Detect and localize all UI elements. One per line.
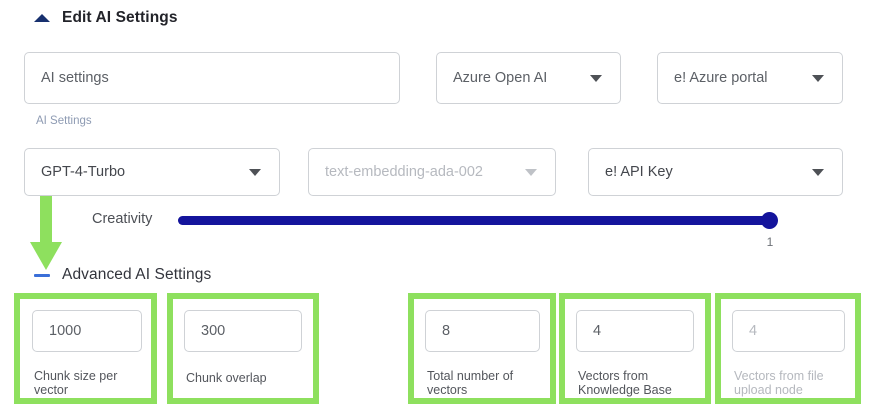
- chevron-down-icon[interactable]: [590, 75, 602, 82]
- portal-value: e! Azure portal: [674, 70, 768, 86]
- advanced-ai-settings-title: Advanced AI Settings: [62, 266, 212, 283]
- advanced-ai-settings-header[interactable]: Advanced AI Settings: [34, 266, 211, 284]
- edit-ai-settings-title: Edit AI Settings: [62, 9, 178, 26]
- vectors-file-upload-value: 4: [749, 323, 758, 339]
- ai-settings-name-input[interactable]: AI settings: [24, 52, 400, 104]
- triangle-up-icon[interactable]: [34, 14, 50, 22]
- vectors-kb-value: 4: [593, 323, 602, 339]
- slider-thumb[interactable]: [761, 212, 778, 229]
- provider-dropdown[interactable]: Azure Open AI: [436, 52, 621, 104]
- model-dropdown[interactable]: GPT-4-Turbo: [24, 148, 280, 196]
- total-vectors-label: Total number of vectors: [427, 369, 514, 397]
- provider-value: Azure Open AI: [453, 70, 548, 86]
- creativity-slider[interactable]: 1: [178, 212, 778, 249]
- api-key-dropdown[interactable]: e! API Key: [588, 148, 843, 196]
- creativity-label: Creativity: [92, 211, 153, 227]
- chunk-overlap-label: Chunk overlap: [186, 371, 267, 385]
- chunk-overlap-value: 300: [201, 323, 226, 339]
- chevron-down-icon: [525, 169, 537, 176]
- chevron-down-icon[interactable]: [812, 75, 824, 82]
- edit-ai-settings-header[interactable]: Edit AI Settings: [34, 9, 178, 27]
- green-down-arrow-icon: [28, 196, 64, 276]
- ai-settings-name-value: AI settings: [41, 70, 109, 86]
- chunk-size-label: Chunk size per vector: [34, 369, 118, 397]
- vectors-file-upload-label: Vectors from file upload node: [734, 369, 824, 397]
- creativity-row: Creativity 1: [92, 208, 792, 249]
- chevron-down-icon[interactable]: [249, 169, 261, 176]
- minus-icon[interactable]: [34, 273, 50, 277]
- slider-fill: [178, 216, 770, 225]
- vectors-file-upload-input: 4: [732, 310, 845, 352]
- portal-dropdown[interactable]: e! Azure portal: [657, 52, 843, 104]
- total-vectors-value: 8: [442, 323, 451, 339]
- model-value: GPT-4-Turbo: [41, 164, 126, 180]
- embedding-dropdown: text-embedding-ada-002: [308, 148, 556, 196]
- ai-settings-helper-text: AI Settings: [36, 115, 92, 127]
- vectors-kb-input[interactable]: 4: [576, 310, 694, 352]
- chunk-size-input[interactable]: 1000: [32, 310, 142, 352]
- embedding-value: text-embedding-ada-002: [325, 164, 483, 180]
- chevron-down-icon[interactable]: [812, 169, 824, 176]
- chunk-overlap-input[interactable]: 300: [184, 310, 302, 352]
- api-key-value: e! API Key: [605, 164, 673, 180]
- total-vectors-input[interactable]: 8: [425, 310, 540, 352]
- creativity-value: 1: [766, 235, 774, 249]
- chunk-size-value: 1000: [49, 323, 82, 339]
- vectors-kb-label: Vectors from Knowledge Base: [578, 369, 672, 397]
